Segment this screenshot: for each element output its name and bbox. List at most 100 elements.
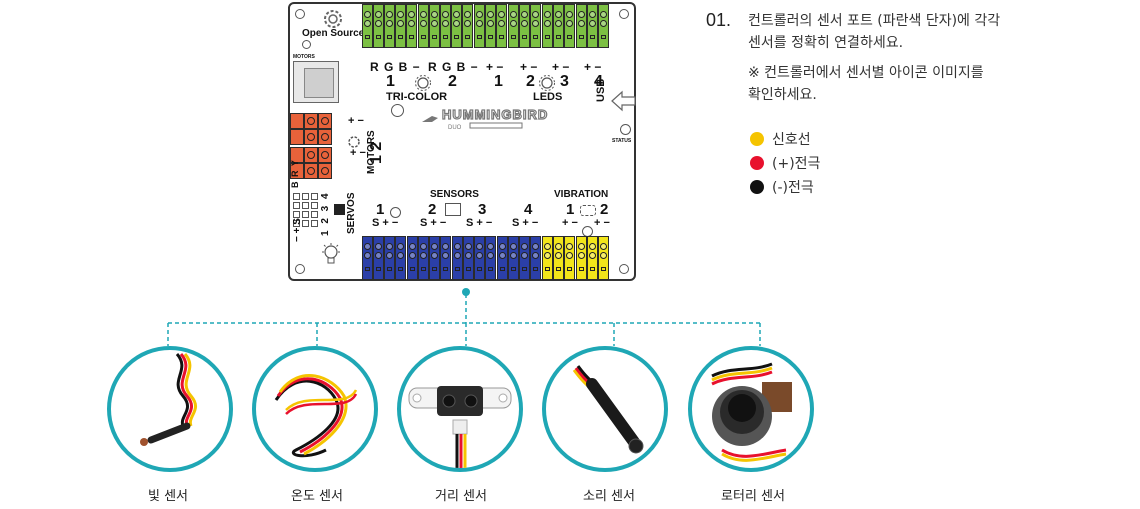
motor-pins-1: + − <box>348 115 364 127</box>
instruction-note-1: ※ 컨트롤러에서 센서별 아이콘 이미지를 <box>748 65 984 81</box>
terminal-screw[interactable] <box>440 236 451 280</box>
terminal-screw[interactable] <box>598 4 609 48</box>
sensor-terminals[interactable] <box>362 236 610 280</box>
terminal-screw[interactable] <box>395 4 406 48</box>
terminal-screw[interactable] <box>587 236 598 280</box>
controller-board: Open Source MOTORS R G B − R G B − + − +… <box>288 2 636 281</box>
servo-pin[interactable] <box>311 220 318 227</box>
servo-pin[interactable] <box>302 211 309 218</box>
terminal-screw[interactable] <box>362 236 373 280</box>
terminal-screw[interactable] <box>451 4 462 48</box>
terminal-screw[interactable] <box>474 236 485 280</box>
terminal-screw[interactable] <box>384 236 395 280</box>
servo-pin[interactable] <box>311 211 318 218</box>
sound-sensor-circle <box>542 346 668 472</box>
servo-pin[interactable] <box>302 202 309 209</box>
terminal-screw[interactable] <box>542 4 553 48</box>
terminal-screw[interactable] <box>530 236 541 280</box>
sensor-4-pins: S + − <box>512 217 539 229</box>
terminal-screw[interactable] <box>508 236 519 280</box>
sound-sensor-icon <box>572 365 644 454</box>
terminal-screw[interactable] <box>429 236 440 280</box>
terminal-screw[interactable] <box>553 4 564 48</box>
terminal-screw[interactable] <box>519 4 530 48</box>
motor-terminal-row[interactable] <box>290 163 332 179</box>
motor-terminal-row[interactable] <box>290 147 332 163</box>
terminal-screw[interactable] <box>463 236 474 280</box>
terminal-screw[interactable] <box>576 4 587 48</box>
terminal-screw[interactable] <box>373 4 384 48</box>
legend-signal: 신호선 <box>772 132 811 148</box>
svg-text:HUMMINGBIRD: HUMMINGBIRD <box>442 107 548 122</box>
terminal-screw[interactable] <box>564 4 575 48</box>
light-sensor-circle <box>107 346 233 472</box>
motors-small-label: MOTORS <box>293 54 315 60</box>
terminal-screw[interactable] <box>496 4 507 48</box>
rgb-1-pins: R G B − <box>370 60 421 74</box>
terminal-screw[interactable] <box>373 236 384 280</box>
terminal-screw[interactable] <box>452 236 463 280</box>
terminal-screw[interactable] <box>497 236 508 280</box>
terminal-screw[interactable] <box>485 236 496 280</box>
servo-pin[interactable] <box>302 220 309 227</box>
terminal-screw[interactable] <box>508 4 519 48</box>
terminal-screw[interactable] <box>462 4 473 48</box>
terminal-screw[interactable] <box>598 236 609 280</box>
led-3-pins: + − <box>552 60 570 74</box>
led-icon <box>539 75 555 91</box>
temperature-sensor-circle <box>252 346 378 472</box>
terminal-screw[interactable] <box>474 4 485 48</box>
terminal-screw[interactable] <box>362 4 373 48</box>
servo-pin[interactable] <box>293 202 300 209</box>
terminal-screw[interactable] <box>587 4 598 48</box>
sensor-caption: 로터리 센서 <box>721 489 785 504</box>
terminal-screw[interactable] <box>530 4 541 48</box>
leds-label: LEDS <box>533 91 563 103</box>
sensor-port-1: 1 <box>376 201 385 218</box>
motor-terminals[interactable] <box>290 113 332 179</box>
terminal-screw[interactable] <box>440 4 451 48</box>
mount-hole <box>295 9 305 19</box>
terminal-screw[interactable] <box>519 236 530 280</box>
hummingbird-logo-icon: HUMMINGBIRD DUO <box>422 106 548 131</box>
motor-terminal-row[interactable] <box>290 129 332 145</box>
vibration-icon <box>580 205 596 216</box>
terminal-screw[interactable] <box>418 236 429 280</box>
servo-pin[interactable] <box>302 193 309 200</box>
signal-wire-dot <box>750 132 764 146</box>
terminal-screw[interactable] <box>395 236 406 280</box>
terminal-screw[interactable] <box>384 4 395 48</box>
connection-dot <box>462 288 470 296</box>
vibration-1-pins: + − <box>562 217 578 229</box>
servo-pin[interactable] <box>293 220 300 227</box>
terminal-screw[interactable] <box>429 4 440 48</box>
legend-positive: (+)전극 <box>772 156 821 172</box>
vibration-2-pins: + − <box>594 217 610 229</box>
terminal-screw[interactable] <box>564 236 575 280</box>
vibration-label: VIBRATION <box>554 189 609 200</box>
servo-pin[interactable] <box>311 202 318 209</box>
terminal-screw[interactable] <box>542 236 553 280</box>
servo-headers[interactable] <box>292 192 319 228</box>
terminal-screw[interactable] <box>485 4 496 48</box>
terminal-screw[interactable] <box>407 236 418 280</box>
light-bulb-icon <box>322 243 340 264</box>
motor-terminal-row[interactable] <box>290 113 332 129</box>
led-2-pins: + − <box>520 60 538 74</box>
tricolor-port-2: 2 <box>448 73 457 90</box>
led-port-3: 3 <box>560 73 569 90</box>
sensor-caption: 소리 센서 <box>583 489 635 504</box>
led-terminals[interactable] <box>362 4 610 48</box>
servo-pin[interactable] <box>311 193 318 200</box>
status-led <box>620 124 631 135</box>
servo-pin[interactable] <box>293 193 300 200</box>
terminal-screw[interactable] <box>576 236 587 280</box>
rotary-sensor-circle <box>688 346 814 472</box>
servo-pin[interactable] <box>293 211 300 218</box>
terminal-screw[interactable] <box>406 4 417 48</box>
terminal-screw[interactable] <box>553 236 564 280</box>
tricolor-label: TRI-COLOR <box>386 91 448 103</box>
sensor-caption: 빛 센서 <box>147 489 188 504</box>
terminal-screw[interactable] <box>418 4 429 48</box>
